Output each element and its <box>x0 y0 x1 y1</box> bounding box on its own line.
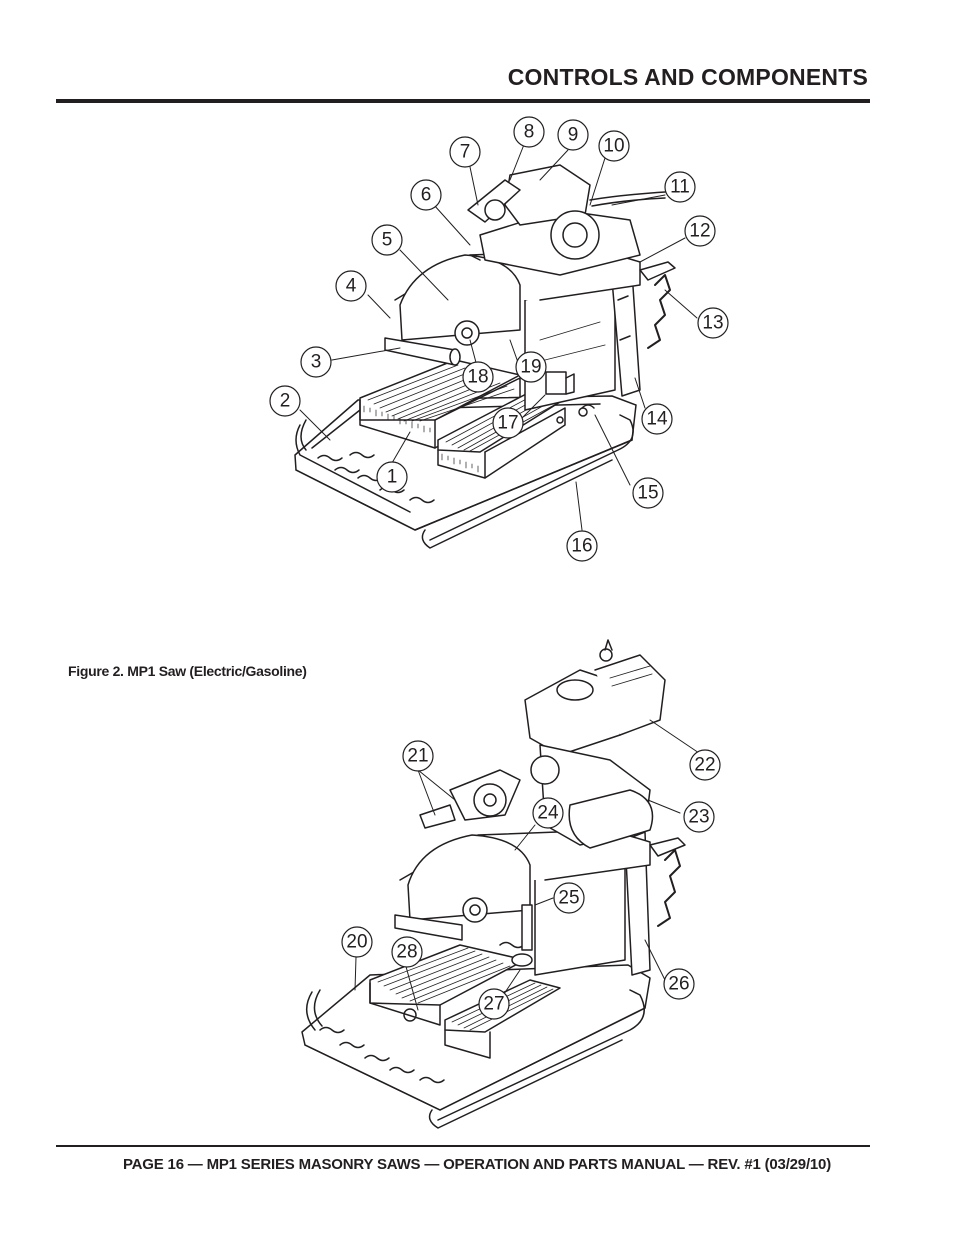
callout-19: 19 <box>520 357 541 378</box>
callout-22: 22 <box>694 755 715 776</box>
callout-16: 16 <box>571 536 592 557</box>
page-title: CONTROLS AND COMPONENTS <box>507 64 868 90</box>
callout-1: 1 <box>387 467 398 488</box>
callout-2: 2 <box>280 391 291 412</box>
callout-20: 20 <box>346 932 367 953</box>
callout-17: 17 <box>497 413 518 434</box>
callout-3: 3 <box>311 352 322 373</box>
callout-26: 26 <box>668 974 689 995</box>
callout-8: 8 <box>524 122 535 143</box>
footer-rule <box>56 1145 870 1147</box>
callout-4: 4 <box>346 276 357 297</box>
callout-7: 7 <box>460 142 471 163</box>
callout-21: 21 <box>407 746 428 767</box>
callout-25: 25 <box>558 888 579 909</box>
callout-23: 23 <box>688 807 709 828</box>
header-rule <box>56 99 870 103</box>
callout-27: 27 <box>483 994 504 1015</box>
callout-5: 5 <box>382 230 393 251</box>
callout-11: 11 <box>670 177 690 198</box>
page-footer: PAGE 16 — MP1 SERIES MASONRY SAWS — OPER… <box>122 1156 831 1173</box>
callout-14: 14 <box>646 409 668 430</box>
callout-10: 10 <box>603 136 624 157</box>
callout-24: 24 <box>537 803 559 824</box>
callout-6: 6 <box>421 185 432 206</box>
figure-caption: Figure 2. MP1 Saw (Electric/Gasoline) <box>68 663 307 679</box>
callout-18: 18 <box>467 367 488 388</box>
callout-15: 15 <box>637 483 658 504</box>
callout-9: 9 <box>568 125 579 146</box>
callout-12: 12 <box>689 221 710 242</box>
callout-28: 28 <box>396 942 417 963</box>
callout-circles <box>269 116 729 1020</box>
callout-13: 13 <box>702 313 723 334</box>
gasoline-saw-drawing <box>301 639 686 1129</box>
